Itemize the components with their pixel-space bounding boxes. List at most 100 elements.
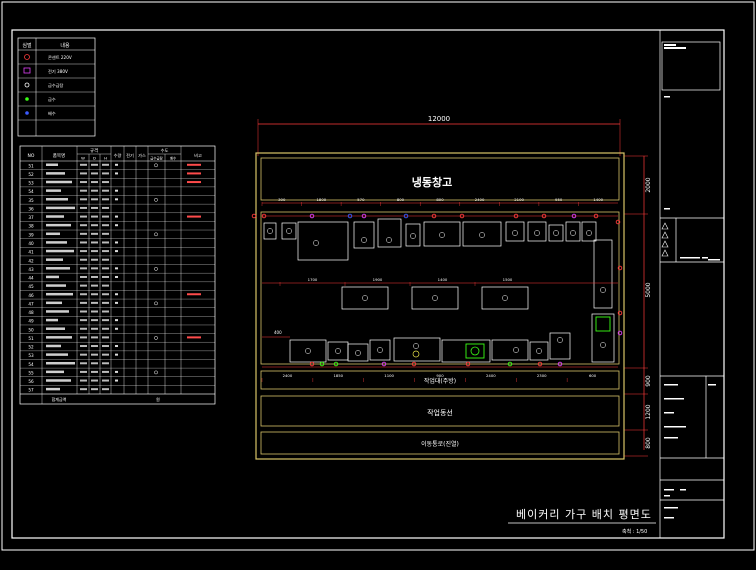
table-header-gas: 가스 [138, 152, 146, 159]
table-row-name-placeholder [46, 310, 69, 313]
table-cell-placeholder [102, 275, 109, 278]
table-cell-placeholder [91, 232, 98, 235]
table-cell-placeholder [102, 345, 109, 348]
utility-marker-icon [333, 361, 339, 367]
table-cell-placeholder [115, 250, 118, 253]
legend-item-label: 급수 [48, 97, 56, 103]
table-cell-placeholder [80, 267, 87, 270]
table-row-name-placeholder [46, 301, 62, 305]
equipment-tag-icon [313, 240, 319, 246]
utility-marker-icon [465, 361, 471, 367]
table-footer-unit: 원 [156, 396, 160, 402]
utility-marker-icon [319, 361, 325, 367]
table-cell-placeholder [91, 293, 98, 296]
display-aisle [260, 431, 620, 455]
dimension-label: 2400 [475, 197, 485, 202]
dim-right-5: 800 [645, 437, 652, 449]
table-cell-placeholder [80, 370, 87, 373]
kitchen-area [260, 211, 620, 365]
utility-marker-icon [617, 265, 623, 271]
table-header-water: 수도 [161, 148, 169, 154]
utility-marker-icon [347, 213, 353, 219]
table-header-no: NO [28, 153, 35, 159]
equipment-tag-icon [557, 337, 563, 343]
table-cell-placeholder [102, 198, 109, 201]
table-cell-placeholder [115, 172, 118, 175]
dimension-label: 1400 [593, 197, 603, 202]
table-cell-placeholder [115, 275, 118, 278]
table-cell-placeholder [80, 388, 87, 391]
table-cell-placeholder [102, 232, 109, 235]
table-cell-placeholder [102, 293, 109, 296]
table-sub-hotcold: 급수급탕 [150, 156, 162, 161]
drawing-scale: 축척 : 1/50 [622, 528, 647, 535]
equipment-tag-icon [439, 232, 445, 238]
table-cell-placeholder [80, 189, 87, 192]
outlet-220-icon [24, 54, 30, 60]
utility-marker-icon [557, 361, 563, 367]
work-path-area [260, 395, 620, 427]
table-cell-placeholder [80, 301, 87, 304]
title-block-text-placeholder [708, 384, 716, 386]
table-cell-placeholder [91, 327, 98, 330]
equipment-tag-icon [361, 237, 367, 243]
water-mark-icon [154, 197, 158, 202]
water-mark-icon [154, 232, 158, 237]
dimension-label: 2100 [514, 197, 524, 202]
table-cell-placeholder [91, 353, 98, 356]
dimension-label: 800 [436, 197, 444, 202]
table-row-no: 56 [28, 379, 34, 384]
table-header-note: 비고 [194, 152, 202, 159]
table-cell-placeholder [80, 319, 87, 322]
title-block-text-placeholder [708, 259, 720, 261]
table-cell-placeholder [102, 224, 109, 227]
table-row-name-placeholder [46, 336, 72, 339]
dim-total-width: 12000 [428, 115, 450, 123]
drawing-title: 베이커리 가구 배치 평면도 [516, 508, 652, 521]
equipment-tag-icon [410, 233, 416, 239]
table-cell-placeholder [102, 353, 109, 356]
table-row-name-placeholder [46, 223, 71, 227]
table-row-no: 54 [28, 362, 34, 367]
utility-marker-icon [381, 361, 387, 367]
utility-marker-icon [617, 310, 623, 316]
table-cell-placeholder [80, 310, 87, 313]
table-cell-placeholder [115, 353, 118, 356]
equipment-tag-icon [386, 237, 392, 243]
table-cell-placeholder [102, 258, 109, 261]
table-cell-placeholder [115, 189, 118, 192]
table-row-no: 40 [28, 241, 34, 246]
table-cell-placeholder [91, 206, 98, 209]
table-cell-placeholder [80, 250, 87, 253]
table-row-name-placeholder [46, 361, 75, 365]
power-380-icon [23, 67, 31, 74]
utility-marker-icon [593, 213, 599, 219]
dim-right-1: 2000 [645, 177, 652, 192]
table-cell-placeholder [80, 232, 87, 235]
table-row-no: 52 [28, 345, 34, 350]
corridor-top-label: 작업대(주방) [424, 377, 456, 385]
table-cell-placeholder [102, 388, 109, 391]
table-cell-placeholder [102, 172, 109, 175]
table-cell-placeholder [80, 293, 87, 296]
title-block-text-placeholder [664, 47, 686, 49]
utility-marker-icon [251, 213, 257, 219]
table-cell-placeholder [91, 275, 98, 278]
utility-marker-icon [571, 213, 577, 219]
table-row-no: 54 [28, 189, 34, 194]
legend-item-label: 전기 380V [48, 68, 68, 75]
table-row-name-placeholder [46, 198, 68, 201]
water-supply-icon [25, 97, 29, 101]
table-cell-placeholder [102, 189, 109, 192]
table-cell-placeholder [102, 327, 109, 330]
table-cell-placeholder [80, 224, 87, 227]
table-cell-placeholder [102, 215, 109, 218]
table-footer-total: 합계금액 [52, 396, 67, 402]
table-cell-placeholder [102, 336, 109, 339]
title-block-text-placeholder [664, 437, 678, 439]
kitchen-work-counter [260, 370, 620, 390]
table-header-name: 품목명 [53, 152, 65, 159]
title-block-text-placeholder [664, 384, 678, 386]
table-row-name-placeholder [46, 163, 58, 166]
title-block-text-placeholder [664, 507, 678, 509]
